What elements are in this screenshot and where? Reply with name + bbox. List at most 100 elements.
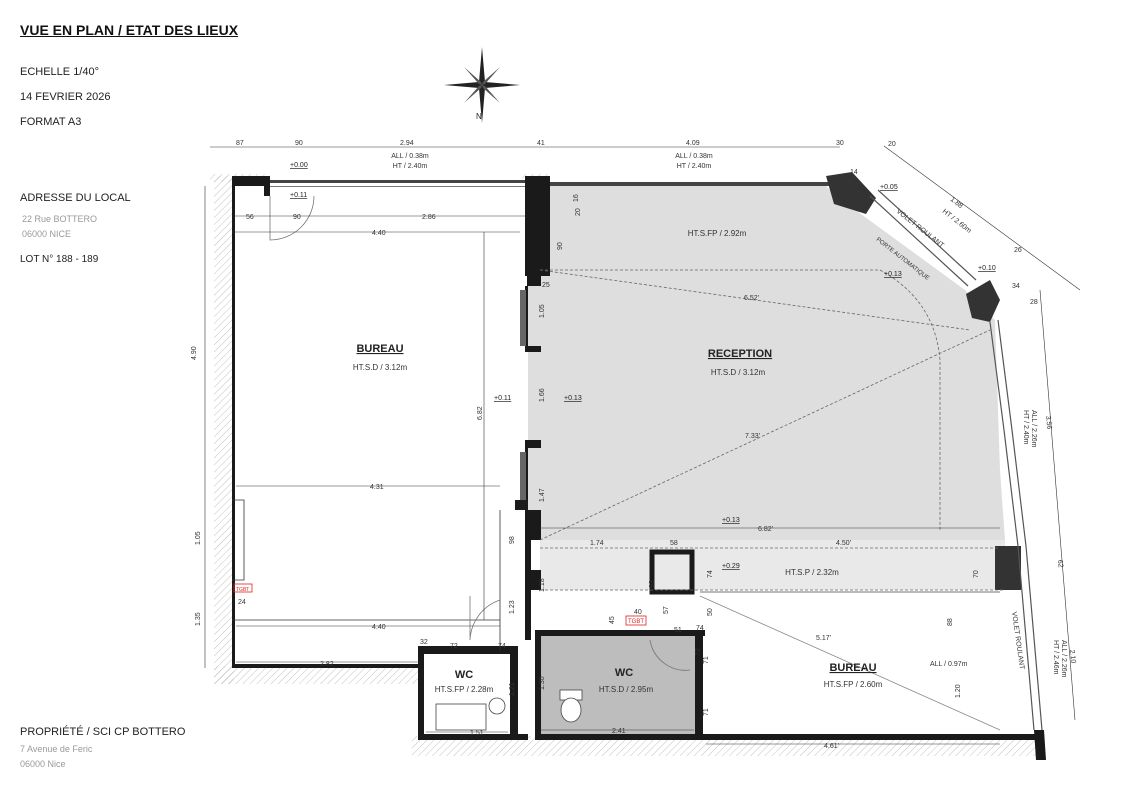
volet-roulant-label: VOLET ROULANT <box>895 208 946 250</box>
dim-120: 1.20 <box>955 684 962 698</box>
address-city: 06000 NICE <box>22 229 72 239</box>
level-markers: +0.00 +0.11 +0.05 +0.10 +0.13 +0.11 +0.1… <box>290 162 996 570</box>
reception-strip-area <box>540 540 1005 590</box>
dim-241: 2.41 <box>612 728 626 735</box>
window-southeast-all: ALL / 2.26m <box>1060 640 1067 678</box>
dim-105b: 1.05 <box>539 304 546 318</box>
dim-16: 16 <box>573 194 580 202</box>
dim-135: 1.35 <box>195 612 202 626</box>
dim-74: 74 <box>498 643 506 650</box>
owner-heading: PROPRIÉTÉ / SCI CP BOTTERO <box>20 726 186 738</box>
east-facade <box>869 189 1043 731</box>
window-left-ht: HT / 2.40m <box>393 163 428 170</box>
room-name-wc-right: WC <box>615 667 633 679</box>
owner-street: 7 Avenue de Feric <box>20 744 93 754</box>
dim-57: 57 <box>663 606 670 614</box>
dim-409: 4.09 <box>686 140 700 147</box>
level-5: +0.13 <box>884 271 902 278</box>
dim-461: 4.61' <box>824 743 839 750</box>
dim-88: 88 <box>947 618 954 626</box>
level-8: +0.13 <box>722 517 740 524</box>
toilet-icon <box>559 689 583 723</box>
level-7: +0.13 <box>564 395 582 402</box>
dim-90b: 90 <box>293 214 301 221</box>
dim-25: 25 <box>542 282 550 289</box>
dim-733: 7.33' <box>745 433 760 440</box>
dim-652: 6.52' <box>744 295 759 302</box>
level-3: +0.05 <box>880 184 898 191</box>
dim-20: 20 <box>888 141 896 148</box>
room-name-reception: RECEPTION <box>708 348 772 360</box>
window-corner-ht: HT / 2.60m <box>941 208 973 235</box>
room-height-bureau-left: HT.S.D / 3.12m <box>353 363 408 372</box>
dim-118: 1.18 <box>539 578 546 592</box>
dim-188: 1.88 <box>949 196 964 210</box>
dim-26: 26 <box>1014 247 1022 254</box>
date-label: 14 FEVRIER 2026 <box>20 91 111 103</box>
dim-56: 56 <box>246 214 254 221</box>
window-right-ht: HT / 2.40m <box>677 163 712 170</box>
dim-450: 4.50' <box>836 540 851 547</box>
dim-50: 50 <box>707 608 714 616</box>
dim-286: 2.86 <box>422 214 436 221</box>
tgbt-label-1: TGBT <box>236 587 249 593</box>
dim-440b: 4.40 <box>372 624 386 631</box>
dim-62: 62 <box>1056 559 1064 568</box>
lot-number: LOT N° 188 - 189 <box>20 254 99 265</box>
walls <box>232 172 1046 760</box>
level-9: +0.29 <box>722 563 740 570</box>
dim-90c: 90 <box>557 242 564 250</box>
tgbt-marker-2 <box>625 615 647 626</box>
compass-north-label: N <box>476 112 482 121</box>
zone-height-reception-strip: HT.S.P / 2.32m <box>785 568 839 577</box>
dim-130: 1.30 <box>539 676 546 690</box>
room-name-bureau-right: BUREAU <box>829 662 876 674</box>
room-height-reception: HT.S.D / 3.12m <box>711 368 766 377</box>
dim-93: 93 <box>649 580 656 588</box>
dim-58: 58 <box>670 540 678 547</box>
dim-45: 45 <box>609 616 616 624</box>
dim-71b: 71 <box>703 708 710 716</box>
window-bureau-all: ALL / 0.97m <box>930 661 968 668</box>
dim-121: 1.21 <box>509 682 516 696</box>
dim-20b: 20 <box>575 208 582 216</box>
zone-height-reception-top: HT.S.FP / 2.92m <box>688 229 747 238</box>
scale-label: ECHELLE 1/40° <box>20 66 99 78</box>
address-heading: ADRESSE DU LOCAL <box>20 192 131 204</box>
dim-24: 24 <box>238 599 246 606</box>
window-left-all: ALL / 0.38m <box>391 153 429 160</box>
dim-87: 87 <box>236 140 244 147</box>
room-name-wc-left: WC <box>455 669 473 681</box>
dim-32: 32 <box>420 639 428 646</box>
window-right-all: ALL / 0.38m <box>675 153 713 160</box>
level-1: +0.00 <box>290 162 308 169</box>
sink-icon <box>435 697 506 731</box>
dim-14: 14 <box>850 169 858 176</box>
dim-41: 41 <box>537 140 545 147</box>
dim-74c: 74 <box>707 570 714 578</box>
tgbt-label-2: TGBT <box>628 619 644 625</box>
dim-166: 1.66 <box>539 388 546 402</box>
dim-123: 1.23 <box>509 600 516 614</box>
dim-70: 70 <box>973 570 980 578</box>
dim-90: 90 <box>295 140 303 147</box>
dim-282: 2.82 <box>320 661 334 668</box>
level-2: +0.11 <box>290 192 307 199</box>
wall-hatch-bottom <box>412 736 1042 756</box>
dim-28: 28 <box>1030 299 1038 306</box>
room-name-bureau-left: BUREAU <box>356 343 403 355</box>
reception-area <box>528 186 1005 540</box>
dim-356: 3.56 <box>1044 415 1052 429</box>
wall-hatch-left <box>214 176 234 684</box>
dim-71a: 71 <box>703 656 710 664</box>
dim-210: 2.10 <box>1068 649 1076 663</box>
window-east-ht: HT / 2.40m <box>1022 410 1029 445</box>
dimension-labels: 87 90 2.94 41 4.09 30 20 56 90 2.86 4.40… <box>191 140 1076 750</box>
dim-440a: 4.40 <box>372 230 386 237</box>
address-street: 22 Rue BOTTERO <box>22 214 98 224</box>
format-label: FORMAT A3 <box>20 116 82 128</box>
volet-roulant-2-label: VOLET ROULANT <box>1010 611 1025 670</box>
dim-517: 5.17' <box>816 635 831 642</box>
dim-30: 30 <box>836 140 844 147</box>
